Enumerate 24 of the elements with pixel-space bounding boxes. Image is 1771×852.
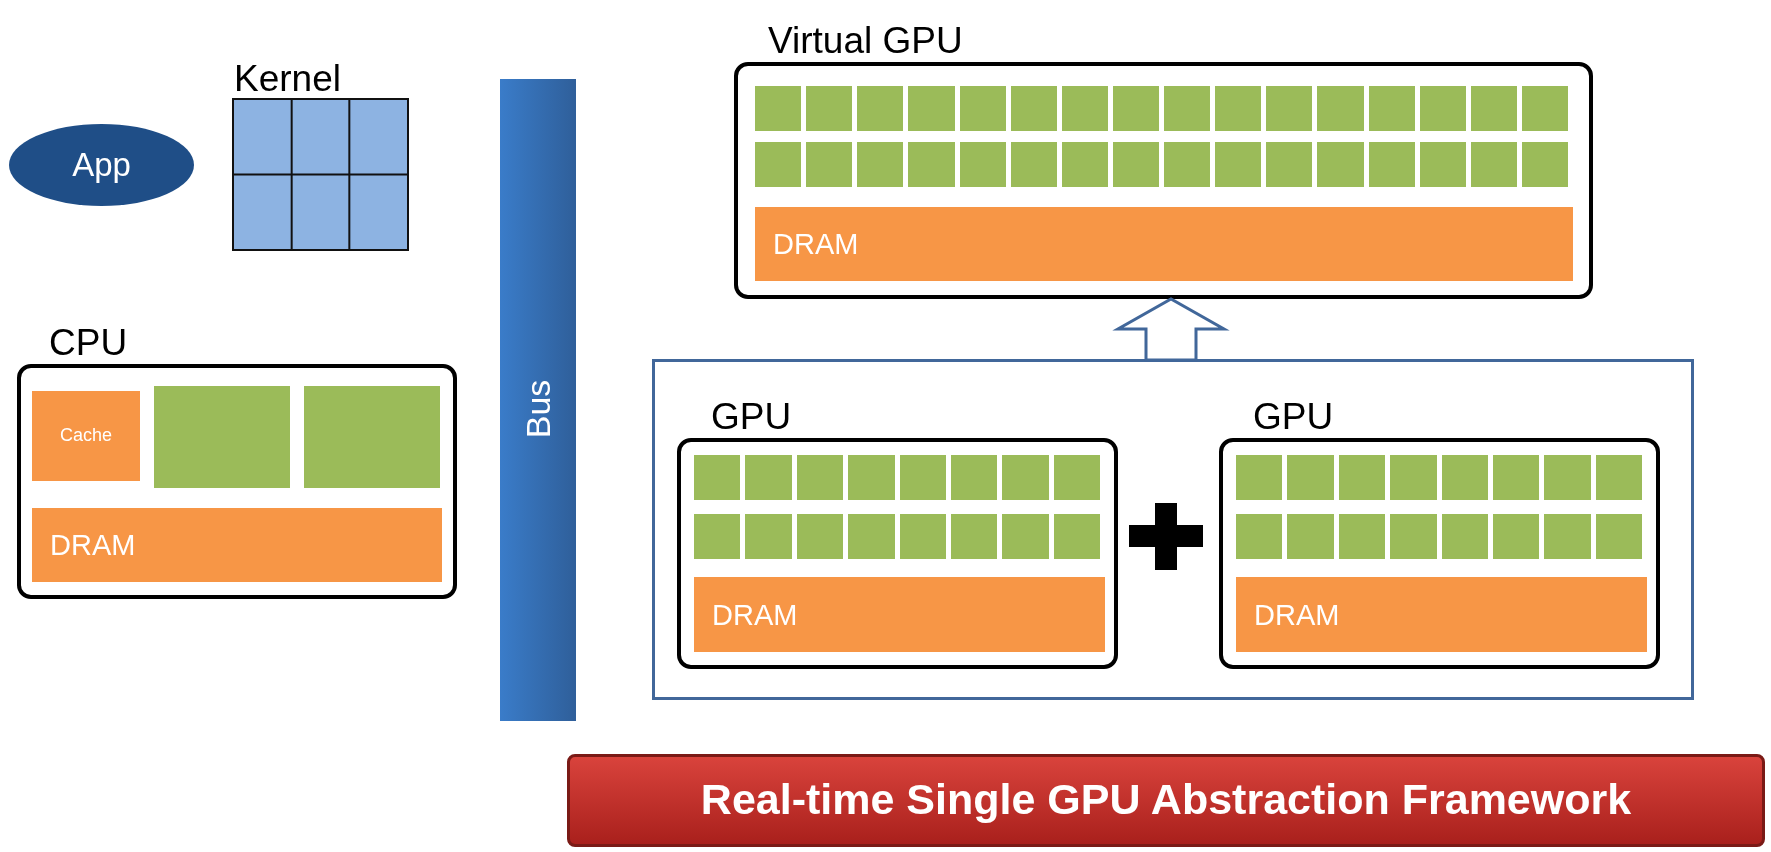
core-block <box>154 386 290 488</box>
heading: Kernel <box>234 59 341 100</box>
title-banner <box>567 754 1765 847</box>
dram-label: DRAM <box>50 528 136 562</box>
heading: GPU <box>711 397 792 438</box>
dram-label: DRAM <box>773 227 859 261</box>
gpu-group-frame <box>652 359 1694 700</box>
bus-bar <box>500 79 576 721</box>
cache-label: Cache <box>59 425 113 446</box>
banner-title: Real-time Single GPU Abstraction Framework <box>699 775 1633 824</box>
bus-label: Bus <box>518 379 558 439</box>
block-arrow <box>1112 297 1230 362</box>
dram-bar <box>32 508 442 582</box>
cache-block <box>32 391 140 481</box>
app-label: App <box>71 146 132 184</box>
dram-bar <box>694 577 1105 652</box>
core-block <box>304 386 440 488</box>
dram-bar <box>755 207 1573 281</box>
dram-label: DRAM <box>712 598 798 631</box>
heading: CPU <box>49 323 128 364</box>
dram-bar <box>1236 577 1647 652</box>
heading: GPU <box>1253 397 1334 438</box>
dram-label: DRAM <box>1254 598 1340 631</box>
heading: Virtual GPU <box>768 21 963 62</box>
